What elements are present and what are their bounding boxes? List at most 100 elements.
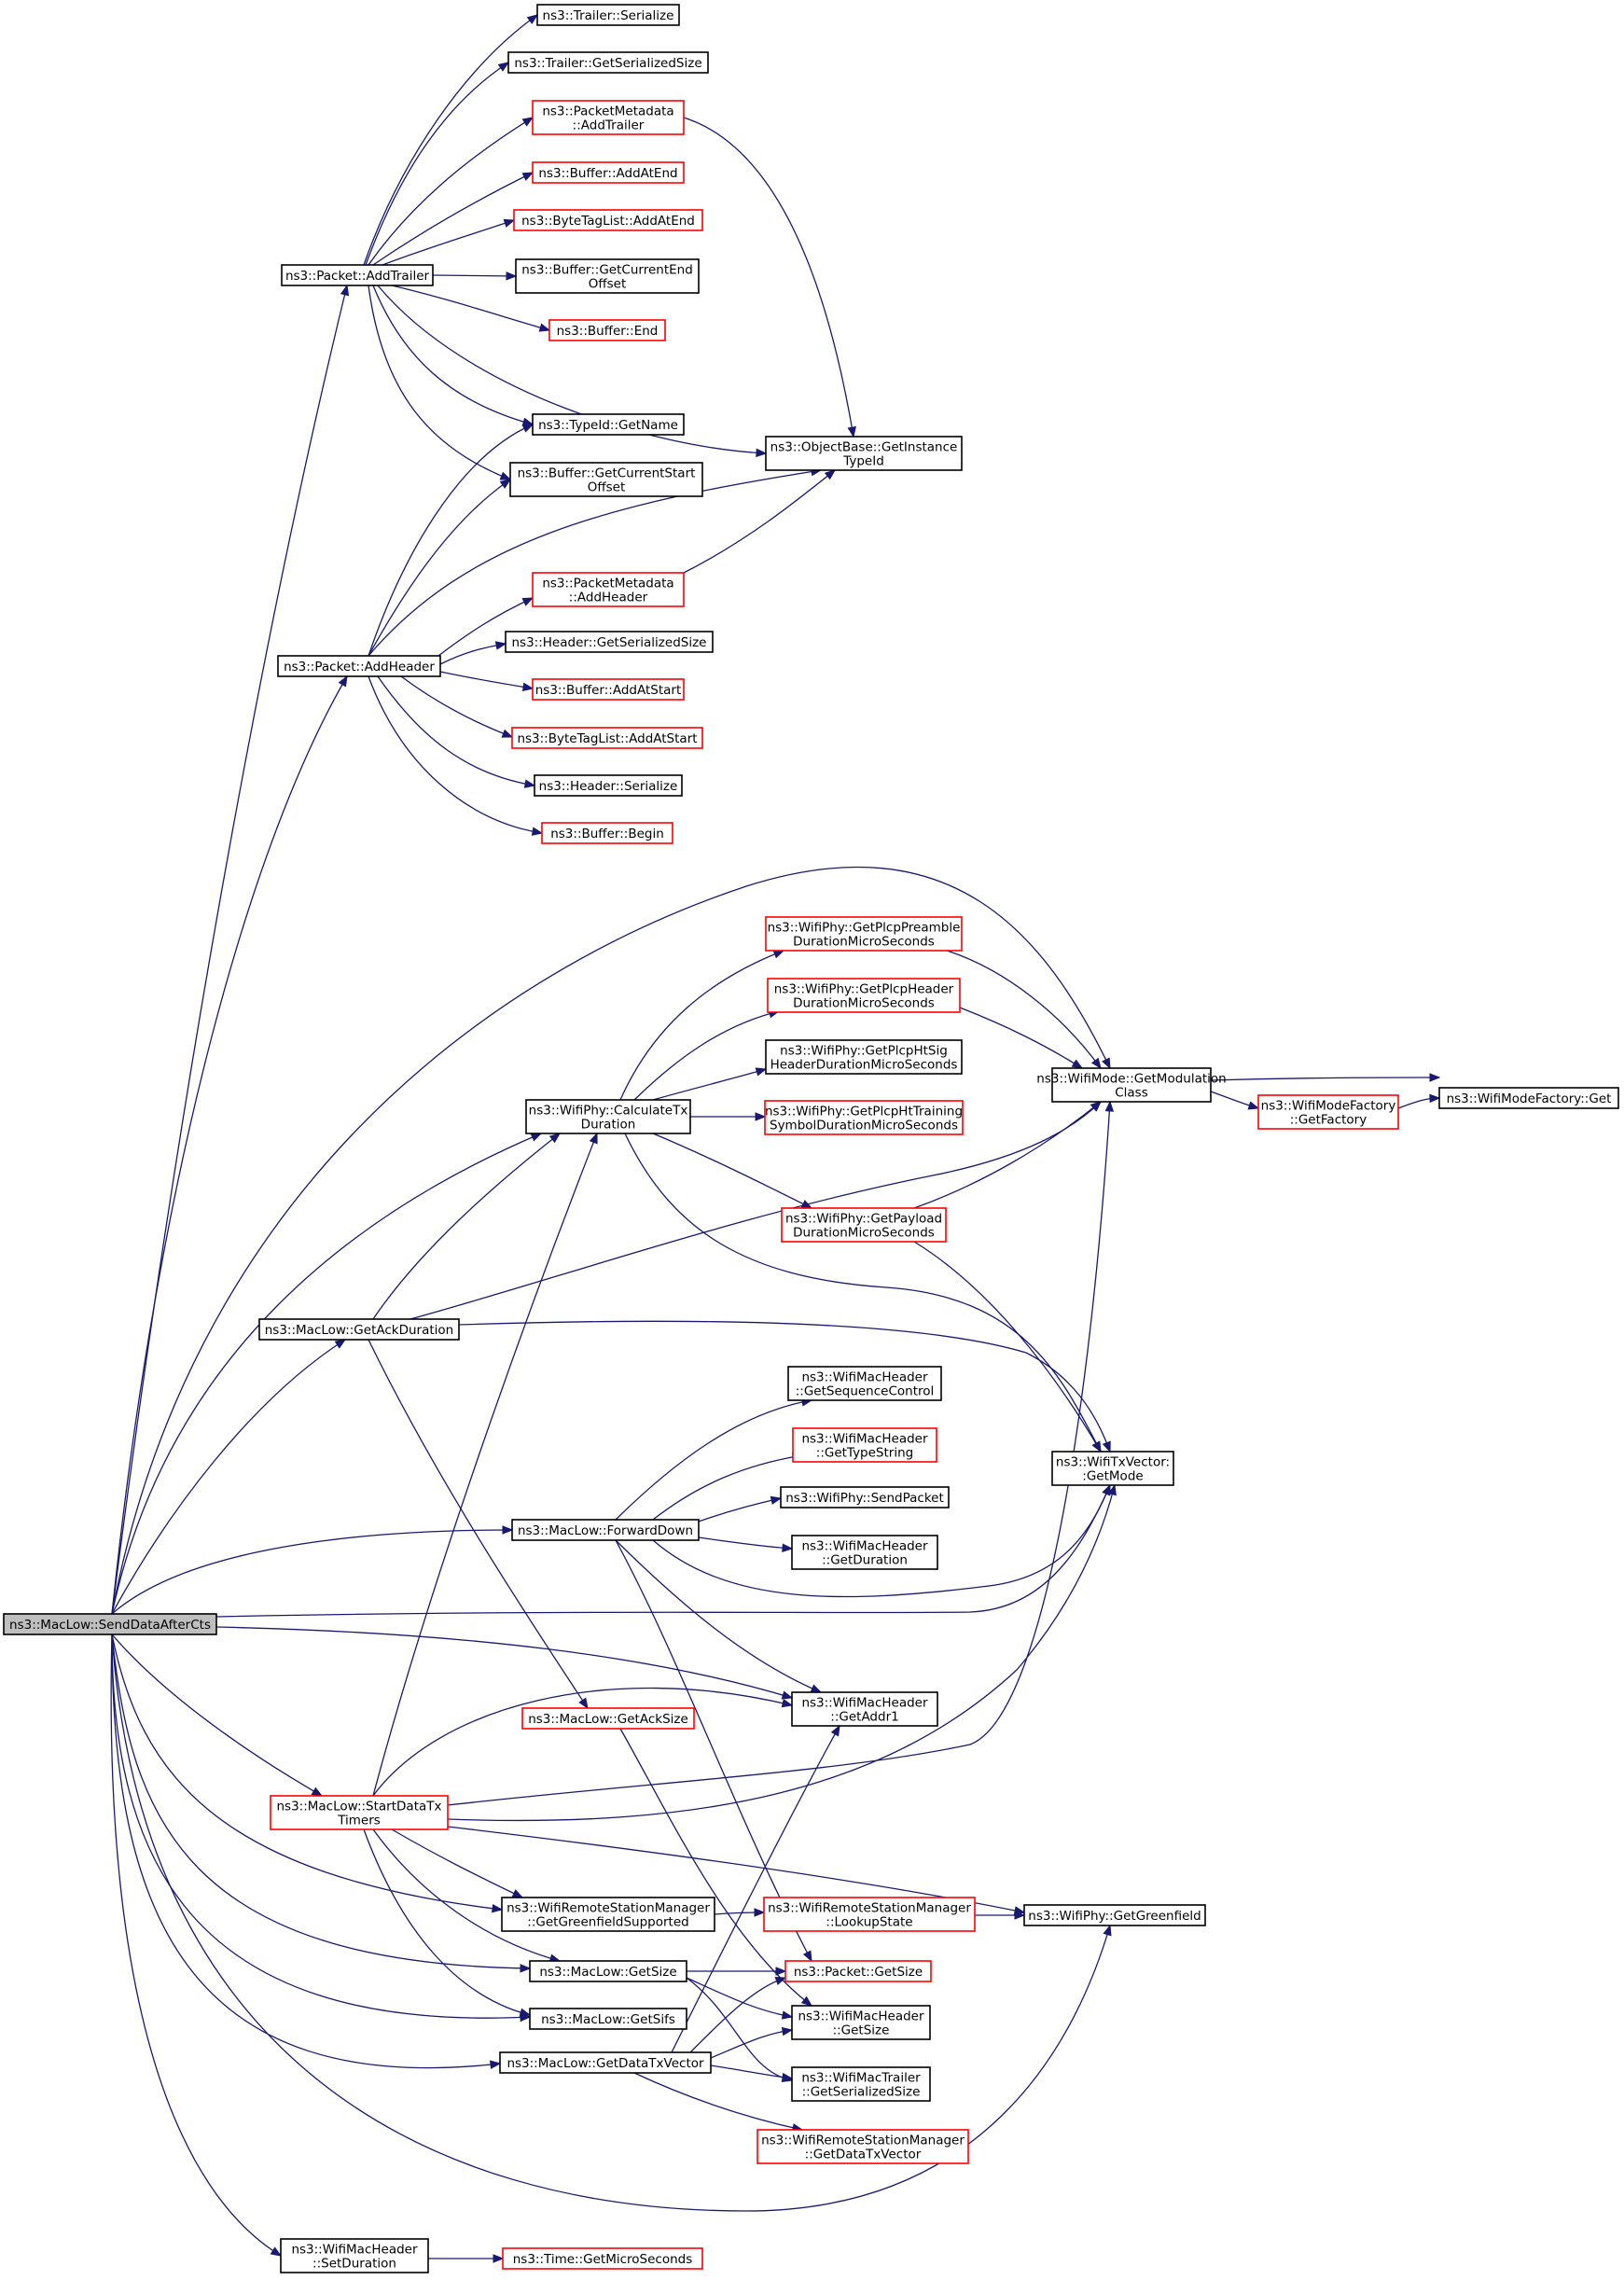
node-time_getmicroseconds[interactable]: ns3::Time::GetMicroSeconds xyxy=(502,2247,703,2270)
call-edge-getdatatxvector-to-getaddr1 xyxy=(671,1724,840,2053)
node-buffer_end[interactable]: ns3::Buffer::End xyxy=(548,319,666,341)
node-trailer_serialize[interactable]: ns3::Trailer::Serialize xyxy=(536,4,680,26)
arrowhead xyxy=(521,117,534,127)
node-box xyxy=(532,161,685,184)
node-buffer_addatend[interactable]: ns3::Buffer::AddAtEnd xyxy=(532,161,685,184)
arrowhead xyxy=(847,425,856,438)
node-getpayloadduration[interactable]: ns3::WifiPhy::GetPayloadDurationMicroSec… xyxy=(781,1207,947,1243)
arrowhead xyxy=(830,1724,840,1737)
call-edge-packet_addtrailer-to-trailer_getserializedsize xyxy=(365,62,510,266)
node-box xyxy=(1257,1094,1399,1130)
node-getackduration[interactable]: ns3::MacLow::GetAckDuration xyxy=(258,1318,460,1341)
node-forwarddown[interactable]: ns3::MacLow::ForwardDown xyxy=(511,1519,700,1541)
node-typeid_getname[interactable]: ns3::TypeId::GetName xyxy=(532,413,685,436)
node-pm_addheader[interactable]: ns3::PacketMetadata::AddHeader xyxy=(532,572,685,607)
call-edge-getackduration-to-wifitxvector_getmode xyxy=(458,1320,1111,1453)
node-sendpacket[interactable]: ns3::WifiPhy::SendPacket xyxy=(780,1486,950,1508)
node-label: ns3::WifiPhy::GetPlcpPreamble xyxy=(768,921,961,936)
call-edge-root-to-getdatatxvector xyxy=(111,1634,502,2069)
node-rsm_getdatatxvector[interactable]: ns3::WifiRemoteStationManager::GetDataTx… xyxy=(756,2129,969,2164)
node-label: ns3::WifiPhy::SendPacket xyxy=(785,1491,944,1506)
arrowhead xyxy=(589,1132,598,1145)
node-getdatatxvector[interactable]: ns3::MacLow::GetDataTxVector xyxy=(499,2051,712,2074)
call-edge-startdatatxtimers-to-maclow_getsize xyxy=(372,1828,562,1963)
node-getgreenfieldsupported[interactable]: ns3::WifiRemoteStationManager::GetGreenf… xyxy=(501,1897,715,1932)
node-getsequencecontrol[interactable]: ns3::WifiMacHeader::GetSequenceControl xyxy=(787,1366,942,1401)
arrowhead xyxy=(1102,1440,1111,1453)
node-header_serialize[interactable]: ns3::Header::Serialize xyxy=(534,774,683,797)
node-packet_addheader[interactable]: ns3::Packet::AddHeader xyxy=(277,655,441,677)
node-box xyxy=(270,1795,449,1830)
node-buffer_begin[interactable]: ns3::Buffer::Begin xyxy=(541,822,673,844)
node-box xyxy=(765,916,963,952)
node-root[interactable]: ns3::MacLow::SendDataAfterCts xyxy=(3,1613,217,1635)
node-plcp_preamble[interactable]: ns3::WifiPhy::GetPlcpPreambleDurationMic… xyxy=(765,916,963,952)
node-box xyxy=(3,1613,217,1635)
arrowhead xyxy=(1091,1440,1102,1453)
node-header_getserializedsize[interactable]: ns3::Header::GetSerializedSize xyxy=(505,631,714,653)
node-label: ::GetSequenceControl xyxy=(796,1384,935,1399)
node-trailer_getserializedsize[interactable]: ns3::Trailer::GetSerializedSize xyxy=(507,51,709,74)
node-plcp_header[interactable]: ns3::WifiPhy::GetPlcpHeaderDurationMicro… xyxy=(767,978,961,1013)
arrowhead xyxy=(1102,1483,1111,1496)
call-edge-pm_addtrailer-to-objectbase_getinstancetypeid xyxy=(683,117,856,438)
node-wifimodefactory_getfactory[interactable]: ns3::WifiModeFactory::GetFactory xyxy=(1257,1094,1399,1130)
arrowhead xyxy=(1071,1059,1084,1069)
node-wifimactrailer_getserializedsize[interactable]: ns3::WifiMacTrailer::GetSerializedSize xyxy=(791,2066,931,2102)
node-label: ns3::WifiPhy::GetPayload xyxy=(785,1212,942,1227)
arrowhead xyxy=(1429,1073,1441,1082)
node-wifimacheader_getsize[interactable]: ns3::WifiMacHeader::GetSize xyxy=(791,2005,931,2040)
node-pm_addtrailer[interactable]: ns3::PacketMetadata::AddTrailer xyxy=(532,100,685,135)
node-getacksize[interactable]: ns3::MacLow::GetAckSize xyxy=(521,1707,695,1730)
node-label: Duration xyxy=(581,1118,636,1133)
node-setduration[interactable]: ns3::WifiMacHeader::SetDuration xyxy=(280,2238,429,2273)
arrowhead xyxy=(523,779,536,788)
arrowhead xyxy=(526,14,539,24)
node-gettypestring[interactable]: ns3::WifiMacHeader::GetTypeString xyxy=(792,1427,937,1463)
node-label: ns3::PacketMetadata xyxy=(542,104,673,119)
node-label: ::LookupState xyxy=(826,1915,912,1930)
arrowhead xyxy=(270,2246,283,2257)
node-label: DurationMicroSeconds xyxy=(793,996,935,1011)
call-edge-root-to-getgreenfieldsupported xyxy=(111,1634,504,1913)
arrowhead xyxy=(1103,1924,1112,1937)
node-packet_addtrailer[interactable]: ns3::Packet::AddTrailer xyxy=(281,264,434,286)
node-label: ns3::WifiModeFactory xyxy=(1261,1099,1396,1114)
node-btl_addatend[interactable]: ns3::ByteTagList::AddAtEnd xyxy=(513,209,703,231)
node-label: ns3::WifiTxVector: xyxy=(1056,1455,1170,1470)
node-btl_addatstart[interactable]: ns3::ByteTagList::AddAtStart xyxy=(511,727,703,749)
node-wifitxvector_getmode[interactable]: ns3::WifiTxVector::GetMode xyxy=(1051,1451,1174,1486)
node-label: ns3::WifiPhy::CalculateTx xyxy=(529,1104,688,1119)
node-box xyxy=(258,1318,460,1341)
node-plcp_httraining[interactable]: ns3::WifiPhy::GetPlcpHtTrainingSymbolDur… xyxy=(764,1100,964,1135)
node-maclow_getsize[interactable]: ns3::MacLow::GetSize xyxy=(529,1960,687,1982)
node-getaddr1[interactable]: ns3::WifiMacHeader::GetAddr1 xyxy=(791,1691,938,1727)
call-edge-packet_addtrailer-to-buffer_getcurrentend xyxy=(432,271,518,281)
node-wifimodefactory_get[interactable]: ns3::WifiModeFactory::Get xyxy=(1438,1087,1619,1109)
node-label: ::AddTrailer xyxy=(573,118,645,133)
node-label: ns3::Buffer::GetCurrentEnd xyxy=(521,263,693,278)
node-getduration[interactable]: ns3::WifiMacHeader::GetDuration xyxy=(791,1535,938,1570)
node-buffer_addatstart[interactable]: ns3::Buffer::AddAtStart xyxy=(532,678,685,701)
call-edge-getpayloadduration-to-wifitxvector_getmode xyxy=(913,1241,1102,1453)
arrowhead xyxy=(499,479,512,489)
call-edge-maclow_getsize-to-packet_getsize xyxy=(687,1967,787,1976)
node-maclow_getsifs[interactable]: ns3::MacLow::GetSifs xyxy=(529,2008,687,2030)
node-packet_getsize[interactable]: ns3::Packet::GetSize xyxy=(784,1960,932,1982)
node-box xyxy=(763,1897,976,1932)
arrowhead xyxy=(521,424,534,433)
node-getgreenfield[interactable]: ns3::WifiPhy::GetGreenfield xyxy=(1023,1904,1206,1926)
node-box xyxy=(791,2005,931,2040)
node-plcp_htsig[interactable]: ns3::WifiPhy::GetPlcpHtSigHeaderDuration… xyxy=(765,1039,963,1075)
node-lookupstate[interactable]: ns3::WifiRemoteStationManager::LookupSta… xyxy=(763,1897,976,1932)
node-label: Class xyxy=(1115,1086,1148,1101)
node-label: ns3::MacLow::GetDataTxVector xyxy=(507,2056,704,2071)
call-edge-packet_addheader-to-buffer_addatstart xyxy=(439,671,534,691)
node-label: ns3::WifiRemoteStationManager xyxy=(761,2134,965,2148)
